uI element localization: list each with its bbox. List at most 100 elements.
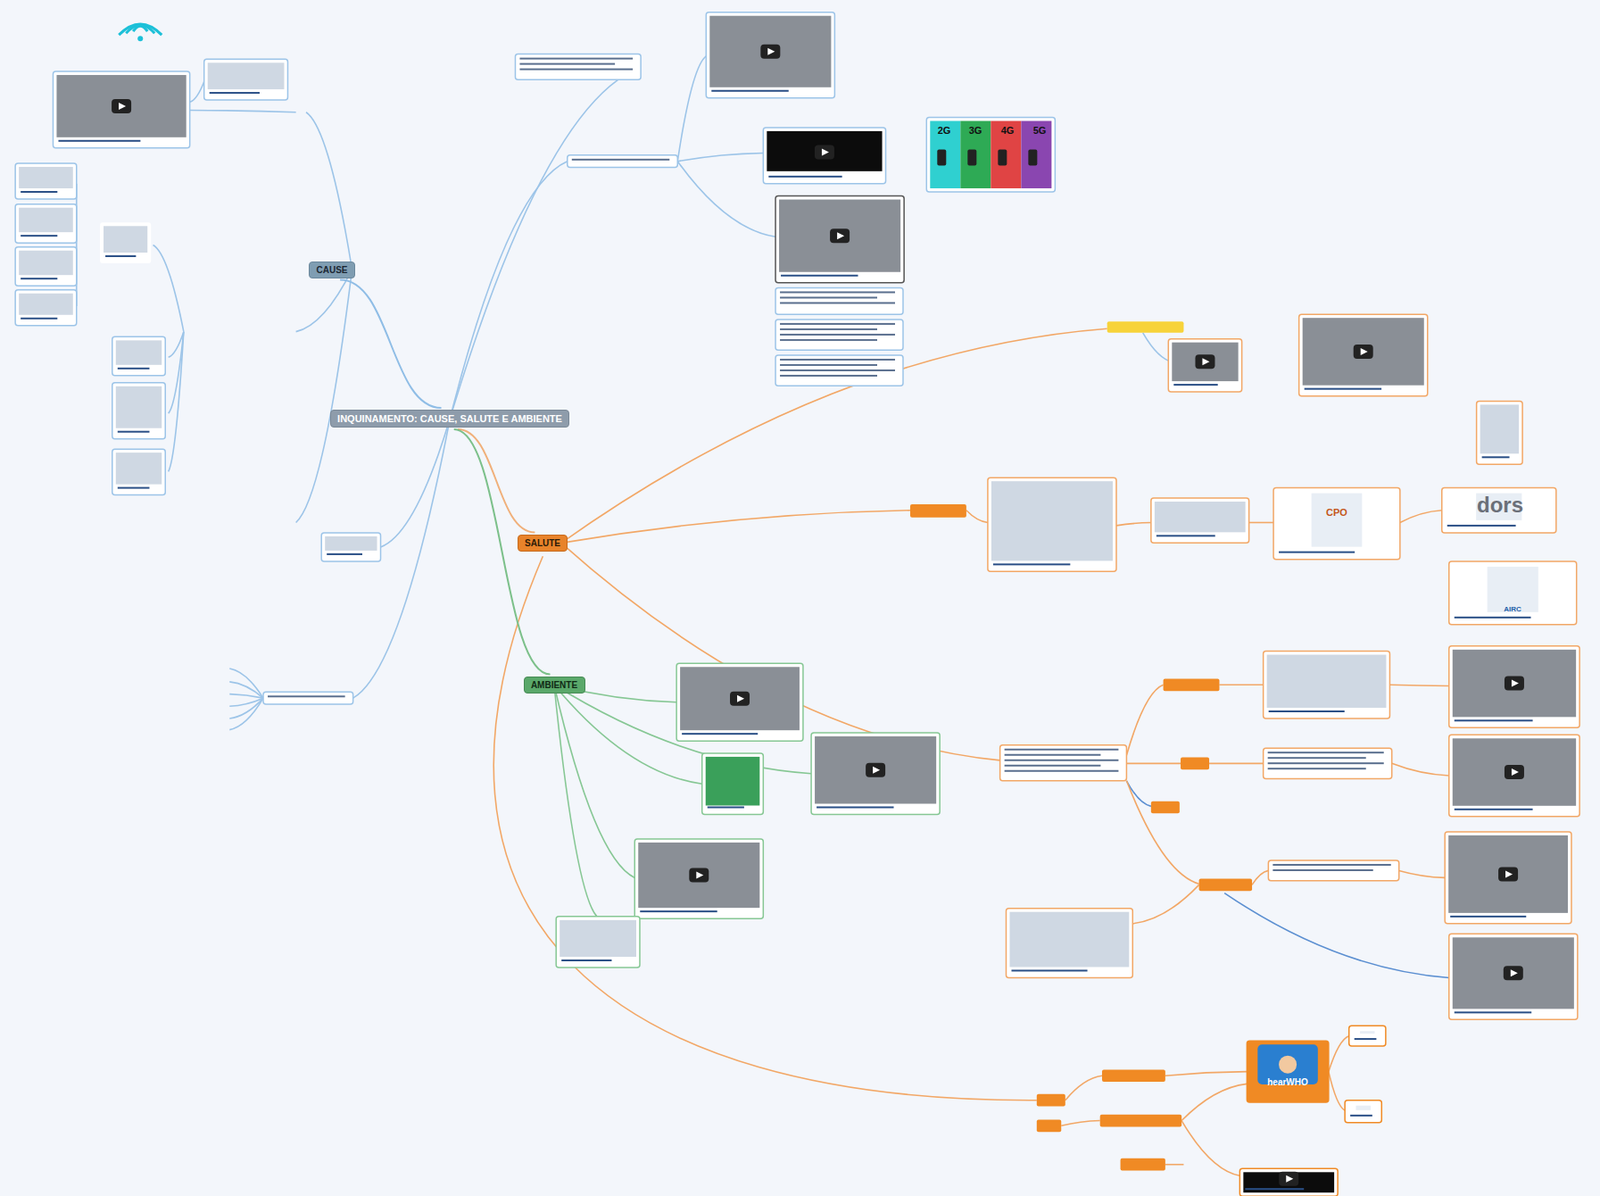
image [18,166,74,189]
topic-node: CAUSE [308,261,356,279]
image [116,386,162,429]
topic-tag [1107,321,1185,333]
play-button [865,762,886,778]
play-button [767,48,775,56]
media-card [1349,1025,1386,1046]
caption-lines [1454,616,1532,619]
media-card [634,838,763,919]
app-icon [1278,1055,1297,1074]
topic-tag [1036,1119,1062,1132]
image [705,756,761,806]
media-card [15,204,77,243]
text-lines [1004,759,1120,762]
branch-line [1126,762,1181,765]
text-lines [1268,762,1385,764]
play-button [1353,344,1374,359]
text-lines [779,328,878,331]
caption-lines [768,175,842,178]
branch-line [449,161,568,419]
media-card [555,916,640,968]
branch-line [296,269,353,332]
media-card [702,753,764,815]
branch-line [229,681,264,698]
branch-line [229,694,264,699]
media-card [775,319,904,350]
media-card [775,287,904,315]
topic-tag [1036,1094,1066,1107]
media-card [1005,908,1133,979]
caption-lines [1450,915,1526,918]
caption-lines [1454,1011,1532,1013]
caption-lines [1482,455,1510,458]
image [116,339,162,365]
play-button [760,44,780,59]
text-lines [779,339,878,341]
text-lines [1004,770,1120,772]
branch-line [1328,1071,1345,1111]
logo-image [1355,1105,1370,1111]
branch-line [1328,1036,1350,1072]
caption-lines [816,806,894,809]
media-card [1444,831,1572,924]
caption-lines [1268,710,1345,713]
caption-lines [117,367,150,370]
image [638,842,760,908]
image [18,207,74,233]
media-card [99,222,151,264]
media-card [321,532,381,562]
media-card [1239,1168,1338,1196]
caption-lines [681,732,758,735]
image-label: dors [1476,492,1524,518]
media-card [1449,734,1580,816]
caption-lines [58,140,141,142]
branch-line [1399,870,1445,878]
media-card [15,247,77,286]
image [1171,342,1238,382]
phone-icon [1027,149,1037,166]
media-card [1442,488,1557,533]
play-button [1503,965,1524,980]
media-card [1000,745,1128,781]
caption-lines [1454,719,1534,722]
branch-line [1400,510,1443,523]
text-lines [1268,751,1385,754]
image-label: CPO [1326,506,1348,518]
image [1452,737,1576,805]
play-button [872,766,880,774]
media-card [1263,747,1393,779]
image [18,250,74,275]
wifi-icon [137,35,143,42]
play-button [1504,676,1525,691]
play-button [1202,357,1210,365]
caption-lines [993,563,1070,565]
video-frame [1243,1171,1335,1193]
play-button [1194,354,1215,369]
branch-line [677,161,776,238]
generation-column [960,121,991,189]
media-card [1449,933,1578,1020]
media-card [52,71,190,149]
media-card [112,448,166,495]
media-card [263,691,354,705]
branch-line [296,269,353,523]
media-card [1476,400,1523,465]
media-card [705,12,835,99]
caption-lines [1304,388,1382,390]
branch-line [153,244,184,332]
branch-line [168,331,184,473]
branch-line [1389,684,1449,686]
image [1267,654,1387,708]
media-card [1299,314,1428,396]
play-button [814,144,835,159]
media-card [204,58,289,100]
topic-tag [1180,756,1210,770]
image [991,480,1113,561]
image-label: hearWHO [1267,1077,1309,1087]
branch-line [229,668,264,698]
generation-column [929,121,961,189]
caption-lines [1244,1187,1304,1190]
image [207,62,285,90]
text-lines [519,63,615,66]
play-button [1285,1175,1294,1183]
phone-icon [997,149,1007,166]
